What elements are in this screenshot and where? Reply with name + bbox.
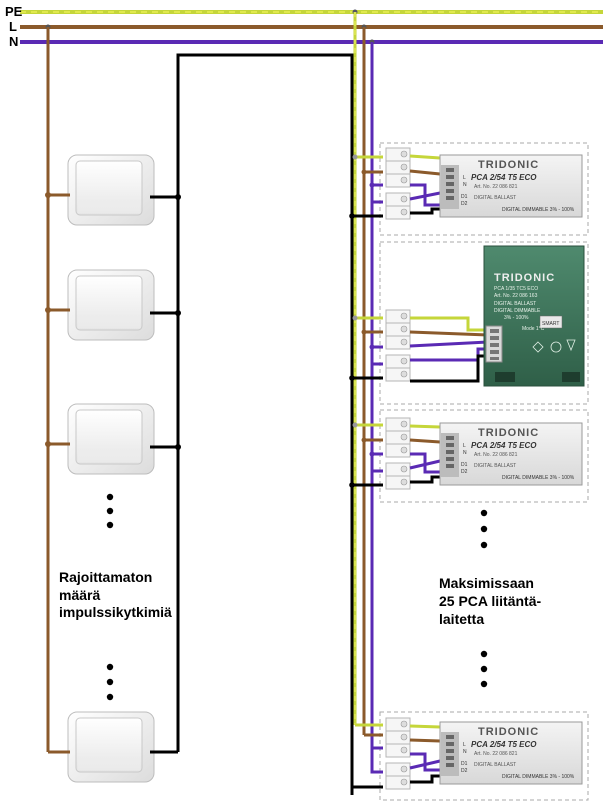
switches-note-line1: Rajoittamaton	[59, 569, 152, 585]
ballast-dim: DIGITAL DIMMABLE 3% - 100%	[502, 207, 575, 213]
ballast-art: Art. No. 22 086 821	[474, 184, 518, 190]
terminal-n: N	[463, 450, 467, 456]
green-ballast-smart: SMART	[542, 321, 559, 327]
ballast-unit-green: TRIDONIC PCA 1/35 TC5 ECO Art. No. 22 08…	[349, 241, 589, 405]
ballast-risers	[353, 12, 374, 760]
ballast-unit: TRIDONIC PCA 2/54 T5 ECO Art. No. 22 086…	[349, 409, 589, 503]
ballast-brand: TRIDONIC	[478, 726, 539, 738]
terminal-d2: D2	[461, 469, 468, 475]
terminal-l: L	[463, 443, 466, 449]
ballast-art: Art. No. 22 086 821	[474, 751, 518, 757]
green-ballast-art: Art. No. 22 086 163	[494, 293, 538, 299]
ballast-brand: TRIDONIC	[478, 159, 539, 171]
terminal-d1: D1	[461, 194, 468, 200]
impulse-switch	[67, 403, 155, 475]
ballast-type: DIGITAL BALLAST	[474, 463, 516, 469]
ballast-model: PCA 2/54 T5 ECO	[471, 441, 537, 450]
terminal-n: N	[463, 749, 467, 755]
ballast-dim: DIGITAL DIMMABLE 3% - 100%	[502, 475, 575, 481]
ballasts-note-line1: Maksimissaan	[439, 575, 534, 591]
ballast-type: DIGITAL BALLAST	[474, 195, 516, 201]
green-ballast-type: DIGITAL BALLAST	[494, 301, 536, 307]
impulse-switch	[67, 154, 155, 226]
ballast-unit: TRIDONIC PCA 2/54 T5 ECO Art. No. 22 086…	[352, 711, 589, 801]
ballast-brand: TRIDONIC	[478, 427, 539, 439]
ballast-unit: TRIDONIC PCA 2/54 T5 ECO Art. No. 22 086…	[349, 142, 589, 236]
continuation-dots-right	[480, 509, 488, 688]
ballast-model: PCA 2/54 T5 ECO	[471, 740, 537, 749]
impulse-switch	[67, 269, 155, 341]
terminal-d2: D2	[461, 201, 468, 207]
green-ballast-dim1: DIGITAL DIMMABLE	[494, 308, 541, 314]
green-ballast-mode: Mode 1°C	[522, 326, 545, 332]
supply-lines: PE L N	[5, 4, 603, 49]
terminal-l: L	[463, 742, 466, 748]
terminal-d2: D2	[461, 768, 468, 774]
green-ballast-brand: TRIDONIC	[494, 272, 555, 284]
l-label: L	[9, 19, 17, 34]
ballast-art: Art. No. 22 086 821	[474, 452, 518, 458]
ballasts-note-line3: laitetta	[439, 611, 484, 627]
switches-note-line2: määrä	[59, 587, 100, 603]
n-label: N	[9, 34, 18, 49]
continuation-dots	[106, 493, 114, 701]
green-ballast-model: PCA 1/35 TC5 ECO	[494, 286, 538, 292]
terminal-d1: D1	[461, 462, 468, 468]
switch-column: Rajoittamaton määrä impulssikytkimiä	[45, 27, 354, 795]
ballast-dim: DIGITAL DIMMABLE 3% - 100%	[502, 774, 575, 780]
terminal-d1: D1	[461, 761, 468, 767]
ballasts-note-line2: 25 PCA liitäntä-	[439, 593, 542, 609]
terminal-l: L	[463, 175, 466, 181]
pe-label: PE	[5, 4, 23, 19]
ballast-type: DIGITAL BALLAST	[474, 762, 516, 768]
green-ballast-dim2: 3% - 100%	[504, 315, 529, 321]
switches-note-line3: impulssikytkimiä	[59, 604, 172, 620]
ballast-model: PCA 2/54 T5 ECO	[471, 173, 537, 182]
control-line	[176, 53, 354, 795]
certification-icons	[532, 339, 576, 353]
terminal-n: N	[463, 182, 467, 188]
impulse-switch	[67, 711, 155, 783]
